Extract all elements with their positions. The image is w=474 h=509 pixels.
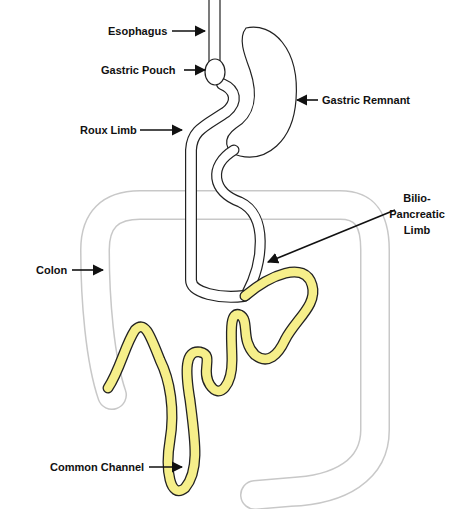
common-channel-outline (108, 272, 313, 491)
colon (95, 205, 375, 495)
gastric-pouch (205, 59, 225, 85)
leader-arrow (172, 30, 205, 32)
leader-arrow (140, 129, 182, 131)
esophagus (209, 0, 220, 62)
leader-arrow (268, 210, 395, 262)
roux-limb (191, 84, 244, 297)
esophagus-wall (208, 0, 209, 62)
leader-arrow (184, 69, 205, 71)
esophagus-wall (219, 0, 220, 62)
part-label: Gastric Remnant (322, 93, 410, 107)
biliopancreatic-limb (217, 150, 261, 295)
common-channel (108, 272, 313, 491)
leader-arrow (149, 466, 182, 468)
biliopancreatic-limb-outline (217, 150, 261, 295)
leader-arrow (72, 269, 103, 271)
part-label: Roux Limb (80, 123, 137, 137)
part-label: Bilio- Pancreatic Limb (382, 190, 452, 238)
colon-fill (95, 205, 375, 495)
colon-outline (95, 205, 375, 495)
part-label: Colon (36, 263, 67, 277)
part-label: Gastric Pouch (101, 63, 176, 77)
part-label: Esophagus (108, 24, 167, 38)
roux-limb-outline (191, 84, 244, 297)
part-label: Common Channel (50, 460, 144, 474)
leader-arrow (297, 99, 318, 101)
